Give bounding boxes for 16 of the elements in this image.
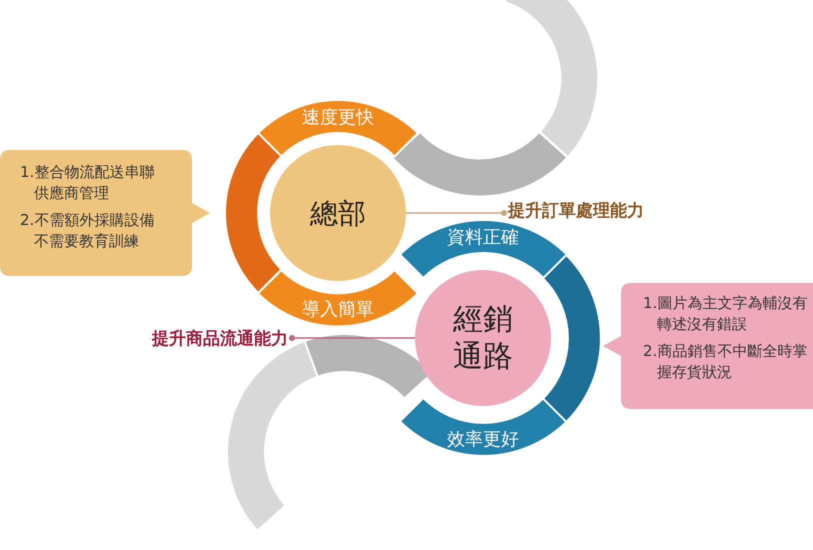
leader-line [406,210,507,216]
segment-label: 資料正確 [446,226,519,248]
hub-circle [415,270,551,406]
hub-circle [270,145,406,281]
callout-text: 1.整合物流配送串聯供應商管理 [20,162,156,204]
callout-text: 提升商品流通能力 [152,327,288,350]
callout-text: 2.不需額外採購設備不需要教育訓練 [20,210,156,252]
hub-label: 經銷通路 [452,300,514,376]
callout-text: 1.圖片為主文字為輔沒有轉述沒有錯誤 [643,293,808,335]
segment-label: 速度更快 [302,106,374,128]
segment-label: 效率更好 [446,428,519,452]
callout-text: 提升訂單處理能力 [508,199,644,222]
leader-line [289,335,415,341]
callout-text: 2.商品銷售不中斷全時掌握存貨狀況 [643,341,808,383]
hub-label: 總部 [310,196,366,230]
segment-label: 導入簡單 [302,298,374,322]
